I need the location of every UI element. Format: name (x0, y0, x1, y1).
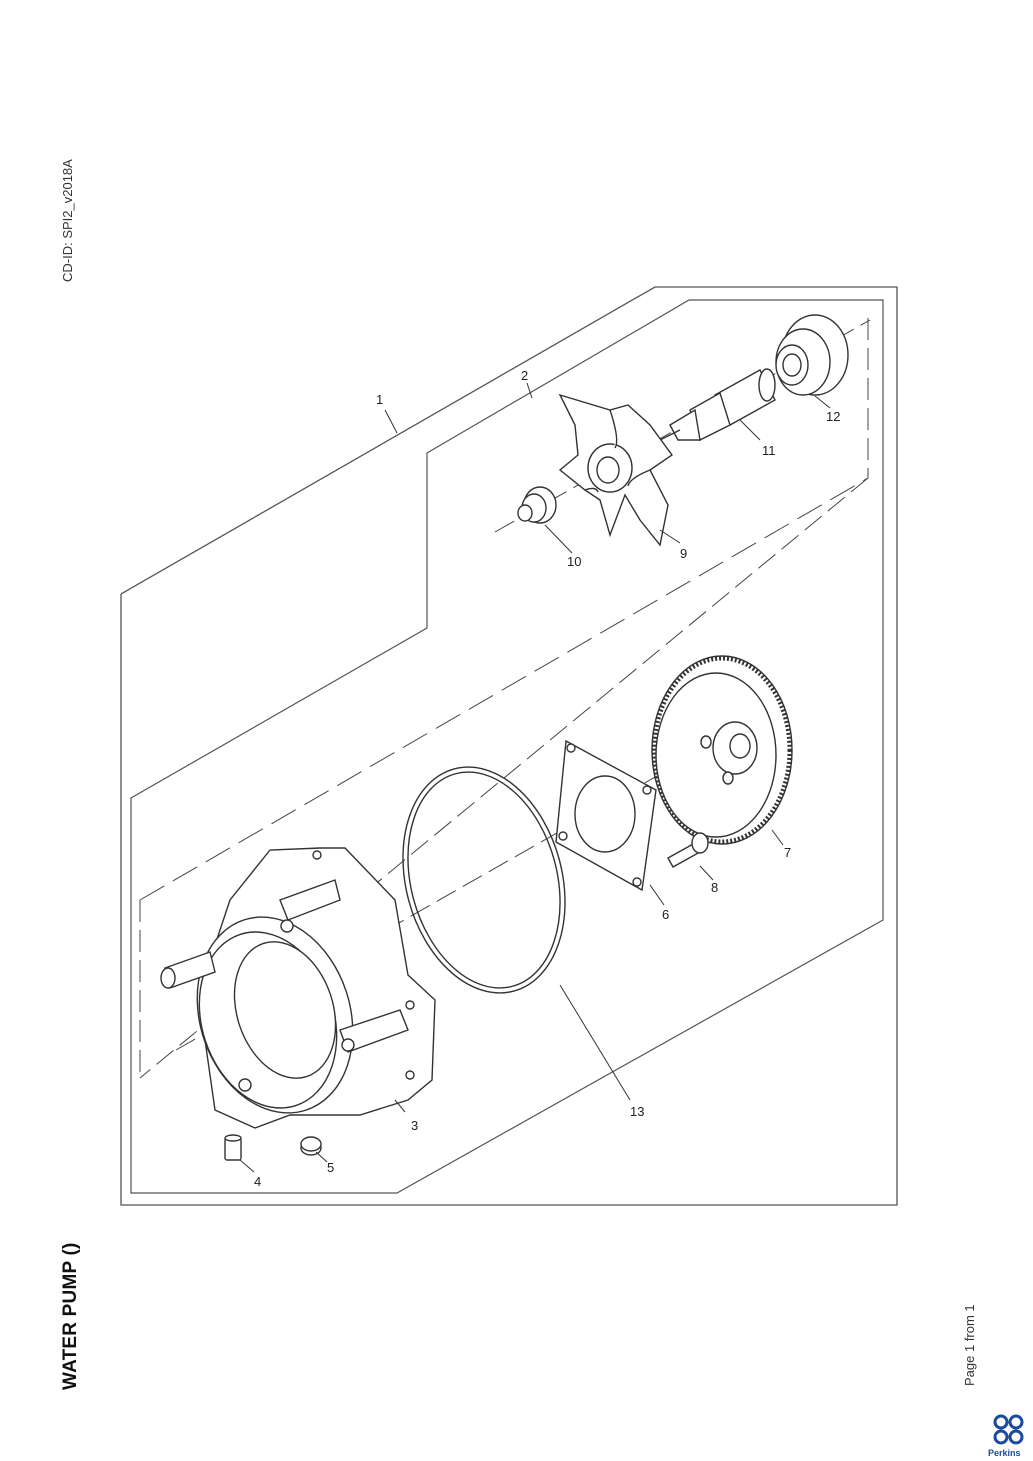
callout-labels: 1 2 3 4 5 6 7 8 9 10 11 12 13 (254, 368, 840, 1189)
part-gasket-plate (555, 739, 657, 892)
assembly-frame-outer (120, 286, 898, 1206)
callout-13: 13 (630, 1104, 644, 1119)
leader-lines (239, 382, 831, 1173)
perkins-brand-label: Perkins (988, 1448, 1021, 1458)
part-dowel (224, 1134, 242, 1161)
part-pump-seal (517, 486, 557, 524)
callout-4: 4 (254, 1174, 261, 1189)
callout-3: 3 (411, 1118, 418, 1133)
part-plug (300, 1136, 322, 1156)
callout-7: 7 (784, 845, 791, 860)
callout-11: 11 (762, 443, 776, 458)
callout-5: 5 (327, 1160, 334, 1175)
part-seal-cap (775, 314, 849, 396)
part-bolt (667, 832, 709, 868)
part-impeller (558, 393, 673, 547)
callout-12: 12 (826, 409, 840, 424)
callout-10: 10 (567, 554, 581, 569)
perkins-logo-icon (993, 1414, 1024, 1445)
part-shaft (659, 368, 776, 441)
callout-8: 8 (711, 880, 718, 895)
callout-9: 9 (680, 546, 687, 561)
part-o-ring (402, 766, 566, 994)
callout-1: 1 (376, 392, 383, 407)
part-pump-housing (160, 847, 436, 1129)
part-drive-gear (651, 655, 793, 845)
assembly-frame-inner (130, 299, 884, 1194)
callout-2: 2 (521, 368, 528, 383)
callout-6: 6 (662, 907, 669, 922)
